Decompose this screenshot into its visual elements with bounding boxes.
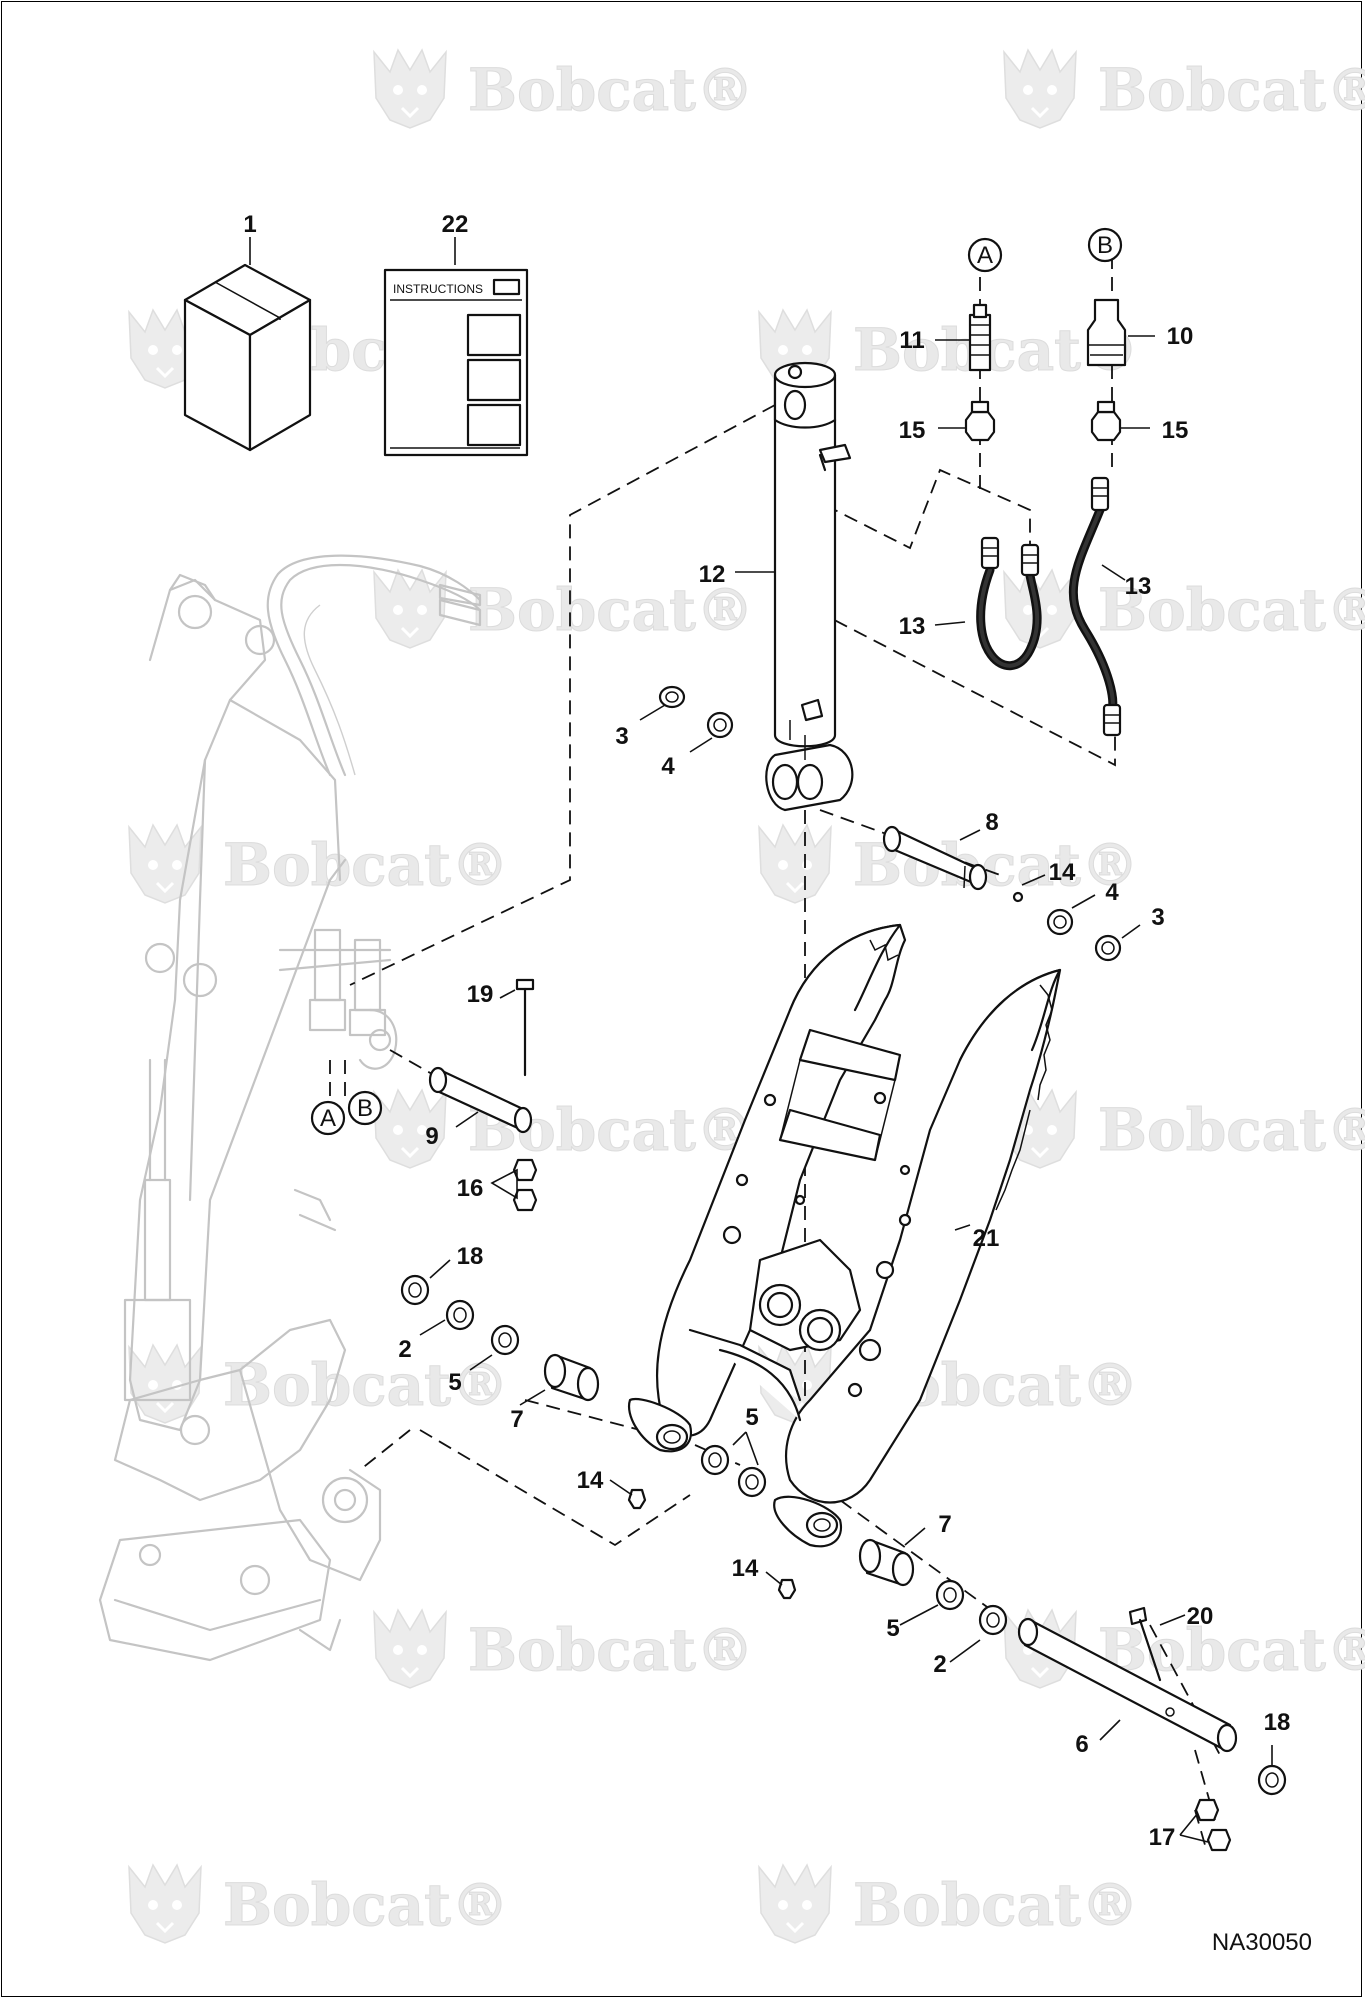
watermark-text: Bobcat® (223, 1351, 509, 1419)
part-15-adapter-fittings (964, 400, 1122, 442)
lower-seals-bushings (400, 1274, 1008, 1636)
watermark-text: Bobcat® (1098, 56, 1365, 124)
callout-2-left: 2 (398, 1336, 411, 1363)
callout-15-left: 15 (899, 417, 926, 444)
callout-4-right: 4 (1105, 879, 1119, 906)
callout-18-right: 18 (1264, 1709, 1291, 1736)
callout-5-left: 5 (448, 1369, 461, 1396)
callout-numbers: 1 22 11 10 15 15 12 13 13 3 4 8 14 4 3 1… (243, 211, 1290, 1851)
watermark-text: Bobcat® (1098, 1616, 1365, 1684)
watermark-text: Bobcat® (468, 576, 754, 644)
callout-13-left: 13 (899, 613, 926, 640)
connector-a-label-lower: A (320, 1105, 336, 1132)
part-20-bolt (1128, 1606, 1162, 1682)
drawing-code: NA30050 (1212, 1929, 1312, 1956)
callout-5-center: 5 (745, 1404, 758, 1431)
callout-19: 19 (467, 981, 494, 1008)
callout-7-right: 7 (938, 1511, 951, 1538)
part-22-instructions-sheet: INSTRUCTIONS (383, 268, 529, 457)
part-8-pin (882, 825, 1024, 903)
part-11-quick-coupler (968, 303, 992, 372)
connector-b-label: B (1097, 232, 1113, 259)
part-17-nuts (1194, 1798, 1232, 1852)
connector-a-label: A (977, 242, 993, 269)
part-19-bolt (515, 978, 535, 1077)
callout-4-left: 4 (661, 753, 675, 780)
callout-12: 12 (699, 561, 726, 588)
part-13-hoses (976, 476, 1122, 737)
callout-11: 11 (899, 327, 924, 354)
instructions-heading: INSTRUCTIONS (393, 282, 483, 296)
callout-17: 17 (1149, 1824, 1176, 1851)
watermark-layer: Bobcat® Bobcat® Bobcat® Bobcat® Bobcat® … (127, 48, 1365, 1945)
callout-10: 10 (1167, 323, 1194, 350)
callout-14-middle: 14 (577, 1467, 604, 1494)
callout-14-upper: 14 (1049, 859, 1076, 886)
watermark-text: Bobcat® (468, 1616, 754, 1684)
callout-1: 1 (243, 211, 256, 238)
callout-18-left: 18 (457, 1243, 484, 1270)
connector-markers: A B A B (310, 227, 1123, 1136)
part-12-cylinder (765, 361, 854, 812)
watermark-text: Bobcat® (853, 1871, 1139, 1939)
part-1-box (183, 263, 312, 452)
watermark-text: Bobcat® (1098, 576, 1365, 644)
callout-22: 22 (442, 211, 469, 238)
connector-b-label-lower: B (357, 1095, 373, 1122)
part-18-retaining-rings (1257, 1764, 1287, 1796)
callout-6: 6 (1075, 1731, 1088, 1758)
callout-3-right: 3 (1151, 904, 1164, 931)
callout-leaders (249, 237, 1273, 1843)
watermark-text: Bobcat® (468, 56, 754, 124)
part-16-nut (512, 1158, 538, 1212)
part-10-quick-coupler (1086, 298, 1127, 367)
callout-21: 21 (973, 1225, 1000, 1252)
watermark-text: Bobcat® (223, 1871, 509, 1939)
callout-16: 16 (457, 1175, 484, 1202)
callout-14-lower: 14 (732, 1555, 759, 1582)
callout-13-right: 13 (1125, 573, 1152, 600)
callout-8: 8 (985, 809, 998, 836)
callout-2-right: 2 (933, 1651, 946, 1678)
watermark-text: Bobcat® (1098, 1096, 1365, 1164)
callout-9: 9 (425, 1123, 438, 1150)
part-9-pin (428, 1066, 533, 1134)
callout-20: 20 (1187, 1603, 1214, 1630)
seals-upper (658, 685, 1122, 962)
watermark-text: Bobcat® (223, 831, 509, 899)
part-6-pin (1017, 1617, 1238, 1753)
ghost-excavator-arm (98, 554, 482, 1662)
callout-5-right: 5 (886, 1615, 899, 1642)
callout-3-left: 3 (615, 723, 628, 750)
callout-15-right: 15 (1162, 417, 1189, 444)
part-21-thumb (627, 923, 1062, 1548)
callout-7-left: 7 (510, 1406, 523, 1433)
